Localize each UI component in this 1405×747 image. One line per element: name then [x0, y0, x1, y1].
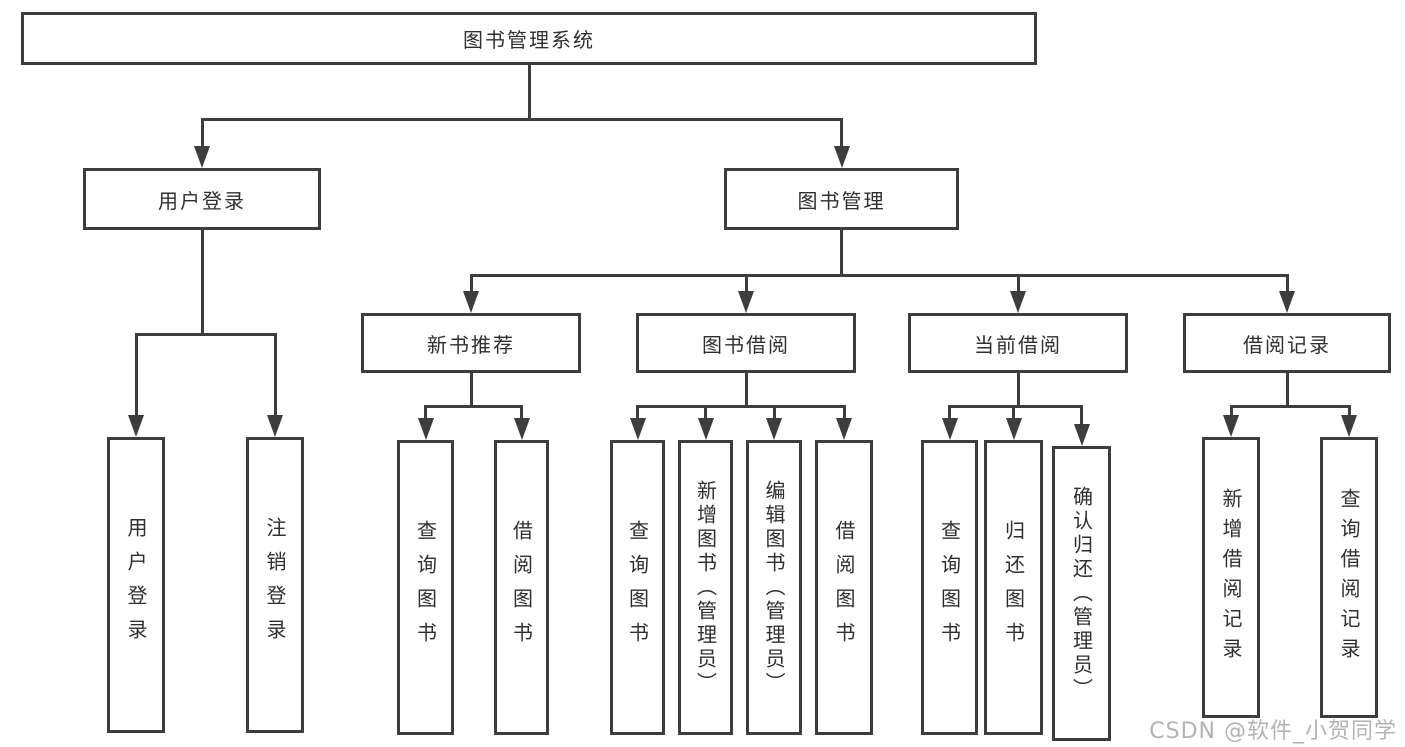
node-label: 确认归还（管理员）: [1069, 485, 1094, 702]
connector-line: [469, 274, 473, 293]
arrow-down-icon: [738, 291, 754, 313]
diagram-node-bb-query: 查询图书: [610, 440, 665, 735]
connector-line: [744, 274, 748, 293]
connector-line: [636, 405, 846, 408]
node-label: 图书借阅: [702, 332, 790, 357]
arrow-down-icon: [513, 418, 530, 440]
connector-line: [1080, 405, 1083, 426]
arrow-down-icon: [1341, 415, 1357, 437]
connector-line: [840, 230, 843, 277]
diagram-node-br-add: 新增借阅记录: [1202, 437, 1260, 718]
arrow-down-icon: [267, 415, 283, 437]
connector-line: [704, 405, 707, 420]
node-label: 查询图书: [625, 519, 650, 656]
arrow-down-icon: [194, 146, 210, 168]
arrow-down-icon: [463, 291, 479, 313]
node-label: 用户登录: [124, 517, 148, 653]
diagram-node-book-mgmt: 图书管理: [724, 168, 959, 230]
node-label: 归还图书: [1001, 519, 1026, 656]
connector-line: [1347, 405, 1351, 417]
arrow-down-icon: [629, 418, 646, 440]
arrow-down-icon: [1073, 424, 1090, 446]
diagram-node-ul-logout: 注销登录: [246, 437, 304, 733]
arrow-down-icon: [833, 146, 850, 168]
node-label: 新增借阅记录: [1219, 487, 1243, 668]
node-label: 用户登录: [158, 188, 246, 213]
arrow-down-icon: [941, 418, 958, 440]
connector-line: [744, 373, 748, 408]
node-label: 新增图书（管理员）: [693, 479, 718, 696]
node-label: 查询借阅记录: [1337, 487, 1361, 668]
connector-line: [1229, 405, 1233, 417]
connector-line: [1285, 274, 1289, 293]
connector-line: [1016, 274, 1020, 293]
node-label: 图书管理: [797, 188, 886, 213]
connector-line: [520, 405, 523, 420]
connector-line: [469, 373, 473, 408]
diagram-node-nb-borrow: 借阅图书: [494, 440, 549, 735]
diagram-node-ul-login: 用户登录: [107, 437, 165, 733]
connector-line: [469, 274, 1289, 277]
diagram-node-bb-add: 新增图书（管理员）: [678, 440, 733, 735]
node-label: 新书推荐: [427, 332, 515, 357]
node-label: 查询图书: [937, 519, 962, 656]
node-label: 注销登录: [263, 517, 287, 653]
arrow-down-icon: [128, 415, 144, 437]
connector-line: [200, 230, 204, 336]
connector-line: [636, 405, 639, 420]
connector-line: [772, 405, 776, 420]
node-label: 借阅图书: [832, 519, 856, 656]
connector-line: [424, 405, 427, 420]
node-label: 借阅图书: [509, 519, 534, 656]
connector-line: [527, 65, 531, 121]
diagram-node-br-query: 查询借阅记录: [1320, 437, 1378, 718]
diagram-node-user-login: 用户登录: [83, 168, 321, 230]
arrow-down-icon: [836, 418, 852, 440]
diagram-node-new-book-rec: 新书推荐: [361, 313, 581, 373]
connector-line: [200, 118, 843, 121]
connector-line: [1229, 405, 1351, 408]
diagram-node-current-borrow: 当前借阅: [908, 313, 1128, 373]
arrow-down-icon: [417, 418, 434, 440]
diagram-node-root: 图书管理系统: [21, 12, 1037, 65]
connector-line: [842, 405, 846, 420]
node-label: 当前借阅: [974, 332, 1062, 357]
connector-line: [948, 405, 1083, 408]
node-label: 编辑图书（管理员）: [762, 479, 786, 696]
diagram-node-bb-edit: 编辑图书（管理员）: [746, 440, 802, 735]
connector-line: [134, 333, 138, 417]
node-label: 借阅记录: [1243, 332, 1331, 357]
arrow-down-icon: [1279, 291, 1295, 313]
node-label: 图书管理系统: [463, 28, 595, 52]
arrow-down-icon: [1005, 418, 1022, 440]
node-label: 查询图书: [413, 519, 438, 656]
connector-line: [1016, 373, 1020, 408]
diagram-node-borrow-records: 借阅记录: [1183, 313, 1391, 373]
diagram-node-bb-borrow: 借阅图书: [815, 440, 873, 735]
diagram-node-cb-query: 查询图书: [921, 440, 978, 735]
connector-line: [1012, 405, 1015, 420]
arrow-down-icon: [1010, 291, 1026, 313]
diagram-node-cb-return: 归还图书: [984, 440, 1043, 735]
connector-line: [948, 405, 951, 420]
arrow-down-icon: [697, 418, 714, 440]
connector-line: [840, 118, 843, 148]
diagram-node-book-borrow: 图书借阅: [636, 313, 856, 373]
arrow-down-icon: [1223, 415, 1239, 437]
connector-line: [1285, 373, 1289, 408]
connector-line: [134, 333, 277, 336]
connector-line: [424, 405, 523, 408]
diagram-node-cb-confirm: 确认归还（管理员）: [1052, 446, 1111, 741]
connector-line: [273, 333, 277, 417]
connector-line: [200, 118, 204, 148]
csdn-watermark: CSDN @软件_小贺同学: [1149, 719, 1397, 744]
arrow-down-icon: [766, 418, 782, 440]
diagram-node-nb-query: 查询图书: [397, 440, 454, 735]
